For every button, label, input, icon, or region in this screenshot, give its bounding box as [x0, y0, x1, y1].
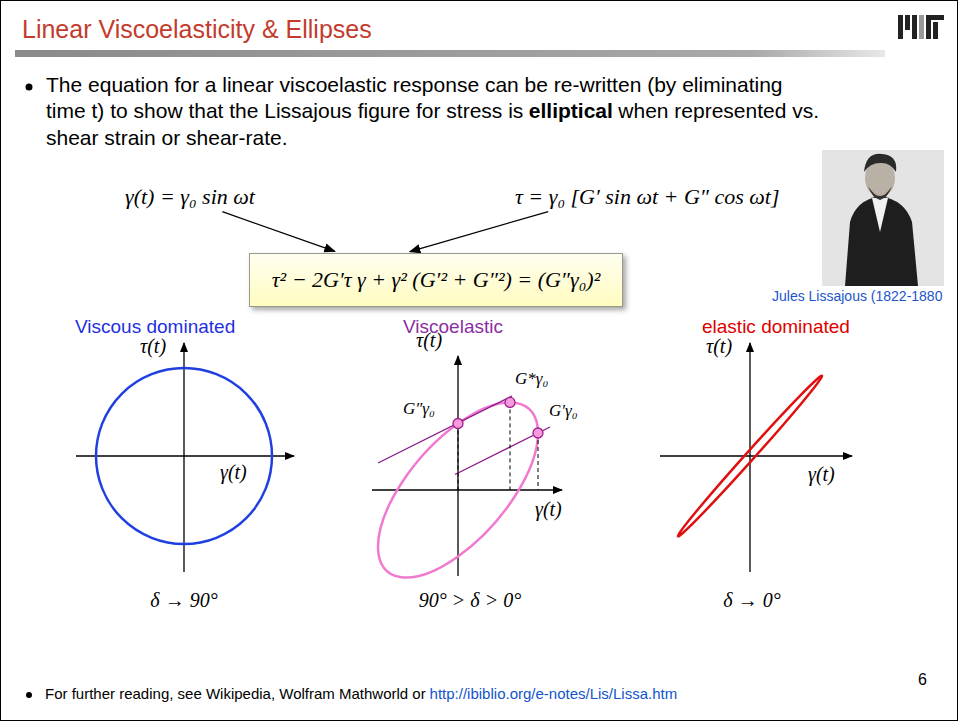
elastic-plot — [660, 343, 852, 572]
point-label: G*γ₀ — [515, 369, 548, 389]
point-label: G′γ₀ — [549, 401, 578, 421]
axis-line — [749, 343, 750, 572]
connector-arrow — [222, 212, 335, 252]
equation: γ(t) = γ₀ sin ωt — [125, 184, 255, 210]
phase-label: δ → 90° — [150, 588, 217, 612]
axis-label: γ(t) — [220, 460, 247, 484]
tangent-line — [455, 427, 550, 475]
axis-line — [183, 343, 184, 572]
axis-line — [457, 356, 458, 576]
logo-bar — [898, 15, 903, 39]
mit-logo — [898, 15, 944, 39]
footer-text: For further reading, see Wikipedia, Wolf… — [45, 685, 905, 703]
photo-collar — [872, 198, 888, 232]
connector-arrow — [410, 212, 548, 252]
equation: τ = γ₀ [G′ sin ωt + G″ cos ωt] — [515, 184, 780, 210]
body-text: For further reading, see Wikipedia, Wolf… — [45, 685, 426, 702]
axis-label: γ(t) — [808, 462, 835, 486]
photo-coat — [845, 196, 918, 286]
lissajous-ellipse — [678, 370, 822, 543]
slide-title: Linear Viscoelasticity & Ellipses — [22, 14, 372, 44]
logo-bar — [912, 15, 917, 39]
axis-line — [372, 489, 562, 490]
axis-label: τ(t) — [140, 334, 166, 358]
dashed-guide — [510, 402, 511, 490]
viscoelastic-plot — [372, 356, 562, 614]
link-text: http://ibiblio.org/e-notes/Lis/Lissa.htm — [430, 685, 678, 702]
highlight-equation-box: τ² − 2G′τ γ + γ² (G′² + G″²) = (G″γ₀)² — [249, 253, 624, 307]
axis-label: τ(t) — [706, 334, 732, 358]
photo-beard — [868, 186, 892, 200]
photo-ground — [822, 150, 944, 286]
page-number: 6 — [918, 670, 927, 689]
logo-bar — [926, 15, 944, 20]
logo-bar — [919, 15, 924, 39]
equation-text: τ = γ₀ [G′ sin ωt + G″ cos ωt] — [515, 184, 780, 210]
photo-hair — [864, 154, 896, 172]
marker-point — [505, 397, 515, 407]
logo-bar — [933, 22, 938, 39]
tangent-line — [378, 396, 512, 463]
phase-label: δ → 0° — [723, 588, 780, 612]
lissajous-ellipse — [378, 367, 538, 614]
marker-point — [533, 428, 543, 438]
dashed-guide — [538, 433, 539, 490]
axis-label: τ(t) — [416, 328, 442, 352]
bullet-dot — [26, 84, 33, 91]
bullet-dot — [26, 692, 32, 698]
marker-point — [453, 419, 463, 429]
lissajous-circle — [96, 368, 272, 544]
logo-bar — [905, 15, 910, 30]
axis-line — [76, 455, 294, 456]
viscous-plot — [76, 343, 294, 572]
title-bar — [15, 50, 885, 57]
photo-caption: Jules Lissajous (1822-1880 — [772, 288, 942, 305]
axis-label: γ(t) — [535, 497, 562, 521]
body-text: elliptical — [529, 99, 613, 122]
phase-label: 90° > δ > 0° — [419, 588, 521, 612]
bullet-text: The equation for a linear viscoelastic r… — [46, 72, 821, 151]
portrait-photo — [822, 150, 944, 286]
point-label: G″γ₀ — [403, 399, 435, 419]
equation-text: γ(t) = γ₀ sin ωt — [125, 184, 255, 210]
equation-text: τ² − 2G′τ γ + γ² (G′² + G″²) = (G″γ₀)² — [272, 267, 601, 293]
dashed-guide — [458, 424, 459, 491]
